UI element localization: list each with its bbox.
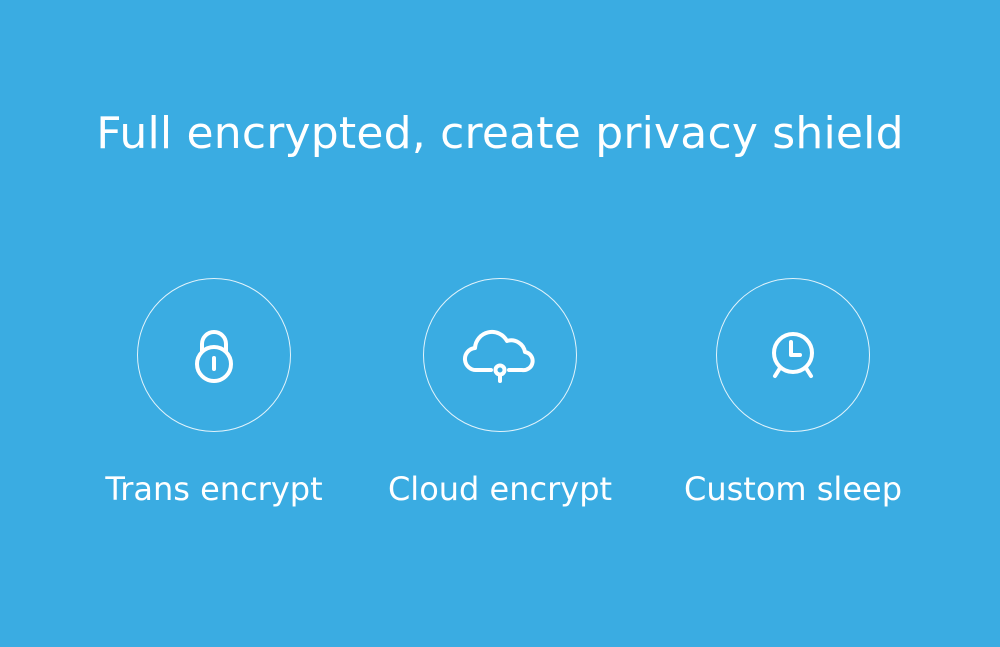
cloud-keyhole-icon (462, 330, 535, 383)
feature-circle (716, 278, 870, 432)
alarm-clock-icon (772, 332, 814, 378)
feature-cloud-encrypt: Cloud encrypt (370, 278, 630, 508)
padlock-icon (195, 330, 233, 383)
feature-custom-sleep: Custom sleep (663, 278, 923, 508)
headline: Full encrypted, create privacy shield (96, 108, 904, 159)
feature-label: Trans encrypt (105, 470, 323, 508)
feature-label: Cloud encrypt (387, 470, 613, 508)
feature-circle (423, 278, 577, 432)
feature-circle (137, 278, 291, 432)
feature-trans-encrypt: Trans encrypt (84, 278, 344, 508)
feature-label: Custom sleep (683, 470, 902, 508)
